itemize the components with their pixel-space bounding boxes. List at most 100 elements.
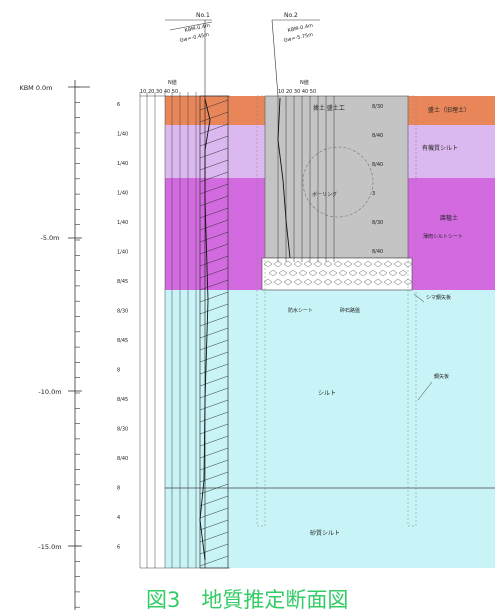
gravel-mark [313,278,323,286]
core-hatch-line [199,255,229,267]
n-value-left: 8/45 [117,338,128,344]
n-value-right: 8/30 [372,220,383,226]
core-hatch-line [199,231,229,243]
side-label: シマ鋼矢板 [426,294,451,301]
n-value-left: 8 [117,368,120,374]
gravel-mark [383,278,393,286]
n-header-right: N値 [300,79,309,86]
pile-label: 鋼矢板 [434,373,449,380]
gravel-mark [363,278,373,286]
depth-label-15: -15.0m [38,543,61,551]
core-hatch-line [199,291,229,303]
borehole-2-log [277,96,335,262]
gravel-mark [293,278,303,286]
gravel-mark [393,260,403,268]
borehole-1-core [199,95,229,569]
gravel-mark [363,260,373,268]
excavation-circle [302,146,374,218]
gravel-mark [383,260,393,268]
n-value-right: 3 [372,191,375,197]
borehole-1-hatch [199,99,229,567]
gravel-mark [318,269,328,277]
gravel-mark [328,269,338,277]
gravel-mark [398,269,408,277]
n-value-left: 8/40 [117,456,128,462]
sheet-pile-right [407,95,417,527]
gravel-mark [263,278,273,286]
gravel-mark [333,260,343,268]
core-hatch-line [199,135,229,147]
core-hatch-line [199,495,229,507]
gravel-mark [283,278,293,286]
n-scale-right: 10 20 30 40 50 [278,89,316,95]
n-values-left: 61/401/401/401/401/408/458/308/4588/458/… [117,102,128,551]
gravel-mark [403,278,413,286]
depth-label-10: -10.0m [38,388,61,396]
n-value-left: 6 [117,102,120,108]
gravel-mark [403,260,413,268]
n-value-left: 1/40 [117,220,128,226]
gravel-mark [283,260,293,268]
layer-label-humus-sub: 薄肉シルトシート [423,233,463,240]
borehole-2-line1: KBM-0.4m [287,23,313,34]
core-hatch-line [199,483,229,495]
core-hatch-line [199,507,229,519]
borehole-1-line1: KBM-0.4m [184,23,210,34]
n-header-left: N値 [168,79,177,86]
gravel-mark [378,269,388,277]
gravel-mark [308,269,318,277]
gravel-mark [333,278,343,286]
gravel-mark [313,260,323,268]
core-hatch-line [199,315,229,327]
n-value-left: 8/30 [117,309,128,315]
gravel-mark [388,269,398,277]
depth-label-5: -5.0m [40,234,59,242]
gravel-mark [353,278,363,286]
borehole-2-name: No.2 [284,12,298,19]
layer-label-organic-silt: 有機質シルト [422,144,458,152]
core-hatch-line [199,267,229,279]
core-hatch-line [199,243,229,255]
gravel-layer [261,257,413,291]
n-value-right: 8/30 [372,104,383,110]
core-hatch-line [199,459,229,471]
gravel-mark [323,278,333,286]
borehole-1-name: No.1 [196,12,210,19]
n-value-left: 8/30 [117,427,128,433]
sheet-pile-left [256,95,266,527]
layer-band-sandy-silt [165,488,495,568]
gravel-mark [303,278,313,286]
gravel-mark [353,260,363,268]
gravel-mark [373,260,383,268]
core-hatch-line [199,531,229,543]
n-value-left: 4 [117,515,120,521]
depth-axis-minor-ticks [75,86,80,608]
gravel-mark [343,278,353,286]
n-value-left: 1/40 [117,191,128,197]
layer-label-humus: 腐植土 [440,214,458,222]
gravel-mark [288,269,298,277]
core-hatch-line [199,543,229,555]
n-value-left: 8 [117,486,120,492]
n-value-right: 8/40 [372,133,383,139]
borehole-1-log [139,92,230,569]
core-hatch-line [199,219,229,231]
n-value-left: 1/40 [117,161,128,167]
core-hatch-line [199,471,229,483]
gravel-mark [393,278,403,286]
gravel-mark [303,260,313,268]
layer-label-fill: 盛土（旧埋土） [428,106,470,114]
gravel-mark [338,269,348,277]
layer-label-silt: シルト [318,390,336,397]
core-hatch-line [199,207,229,219]
sheet-label: 防水シート [288,307,313,314]
n-value-right: 8/40 [372,162,383,168]
borehole-1-n-curve [199,98,211,561]
gravel-mark [278,269,288,277]
depth-label-0: KBM 0.0m [19,84,52,92]
core-hatch-line [199,339,229,351]
core-hatch-line [199,363,229,375]
